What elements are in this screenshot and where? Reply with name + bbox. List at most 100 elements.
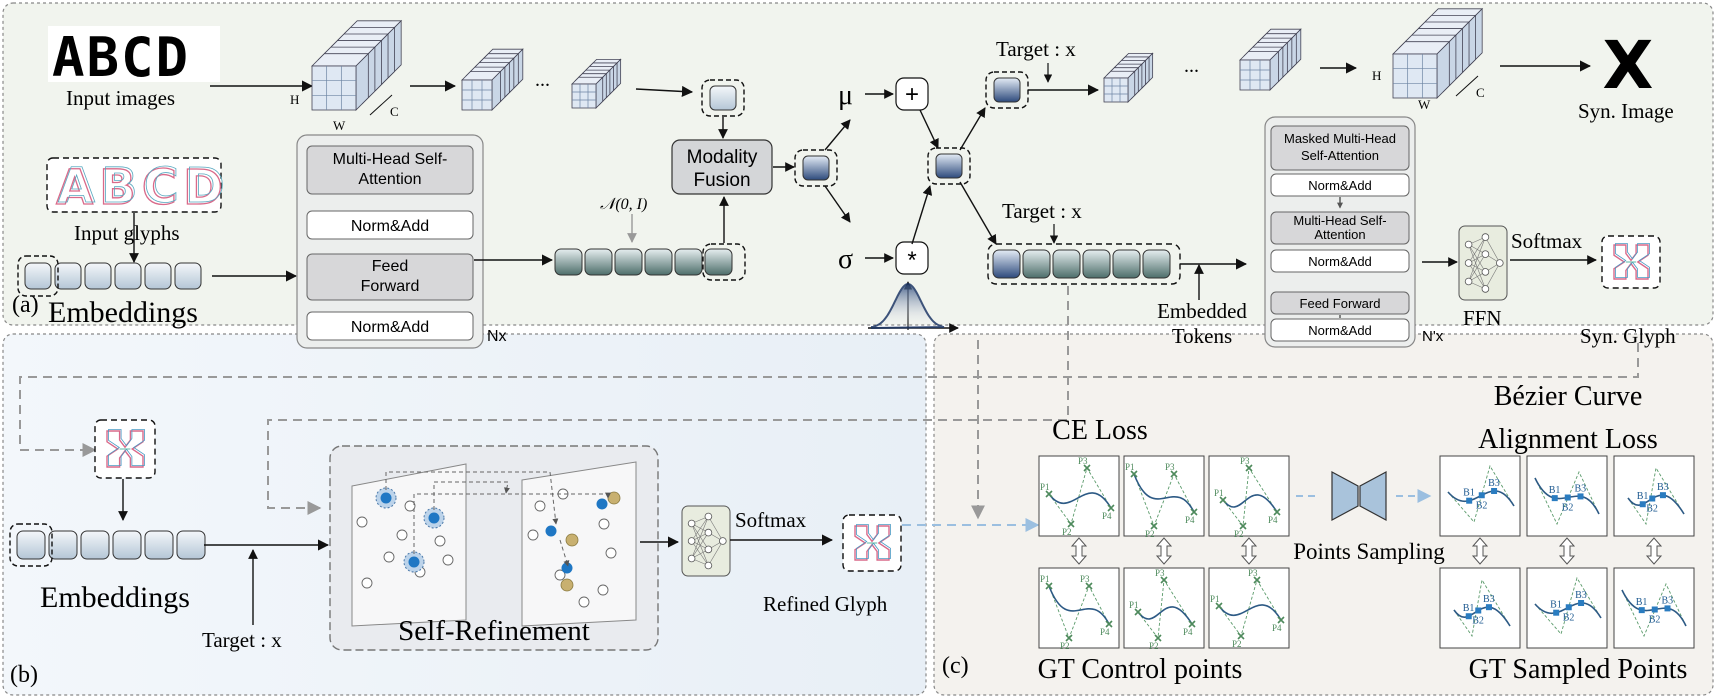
dec-masked-mhsa-text: Masked Multi-Head Self-Attention (1284, 131, 1396, 163)
control-polygon (1133, 472, 1195, 528)
ffnB-node (704, 545, 713, 554)
control-point-label: P1 (1210, 594, 1220, 604)
sampled-point-label: B1 (1549, 485, 1561, 496)
enc-norm1-text: Norm&Add (351, 218, 429, 235)
sampled-point-mark (1659, 492, 1666, 499)
decoder-repeat: N'x (1422, 328, 1444, 345)
ffnB-node (687, 519, 696, 528)
control-polygon (1137, 578, 1193, 640)
control-point-label: P2 (1234, 529, 1244, 539)
sampled-point-mark (1578, 600, 1585, 607)
modality-fusion-block (671, 139, 773, 195)
refine-gold-node (560, 578, 574, 592)
sampled-point-mark (1466, 497, 1473, 504)
control-point-label: P1 (1214, 488, 1224, 498)
control-polygon (1048, 466, 1112, 526)
embed-b-token-1 (48, 530, 78, 560)
control-point-mark (1253, 576, 1261, 584)
match-arrow (1645, 537, 1663, 565)
enc-ff (306, 253, 474, 301)
sampled-point-mark (1664, 605, 1671, 612)
ffnA-edge (1468, 236, 1486, 264)
ffnB-edge (691, 540, 709, 566)
control-point-mark (1245, 464, 1253, 472)
control-panel-frame (1208, 455, 1290, 537)
refine-plane-2 (521, 461, 637, 627)
gt-sampled-label: GT Sampled Points (1469, 654, 1688, 685)
sampled-point-mark (1485, 604, 1492, 611)
embeddings-label-b: Embeddings (40, 581, 190, 614)
dec-ff-text: Feed Forward (1300, 296, 1381, 311)
sampled-point-mark (1651, 606, 1658, 613)
sampled-point-mark (1465, 613, 1472, 620)
dim-w2-label: W (1418, 97, 1431, 112)
refined-glyph-label: Refined Glyph (763, 592, 888, 616)
enc-mhsa-text: Multi-Head Self-Attention (332, 151, 448, 188)
dec-mhsa-text: Multi-Head Self-Attention (1293, 213, 1387, 242)
refine-node (527, 529, 539, 541)
input-image: ABCD (48, 26, 220, 89)
embeddings-label-a: Embeddings (48, 296, 198, 329)
target-label-image: Target : x (996, 37, 1076, 61)
input-images-label: Input images (66, 86, 175, 110)
control-point-mark (1045, 582, 1053, 590)
refine-link (433, 481, 510, 510)
sampled-panel-frame (1613, 455, 1695, 537)
ffnA-edge (1485, 236, 1501, 264)
embed-a-token-2 (84, 262, 112, 290)
target-label-glyph: Target : x (1002, 199, 1082, 223)
control-point-mark (1188, 620, 1196, 628)
bezier-line1: Bézier Curve (1494, 381, 1643, 412)
syn-image-char: X (1603, 27, 1654, 104)
b-input-glyph-icon (106, 429, 145, 468)
sampled-point-label: B1 (1463, 488, 1475, 499)
ffnB-edge (691, 523, 709, 566)
sampled-point-label: B2 (1563, 612, 1575, 623)
refine-node (404, 500, 416, 512)
cube-large-in (311, 19, 403, 111)
enc-token-5 (704, 248, 733, 276)
arrow-latent-sigma (824, 185, 851, 223)
ffnB-edge (708, 516, 724, 542)
match-arrow-shape (1558, 537, 1576, 565)
embed-a-token-4 (144, 262, 172, 290)
control-point-label: P2 (1149, 641, 1159, 651)
control-point-mark (1150, 522, 1158, 530)
embed-b-token-0 (16, 530, 46, 560)
embed-a-token-1 (54, 262, 82, 290)
input-image-text: ABCD (52, 26, 190, 89)
bezier-curve (1222, 494, 1278, 513)
refine-node (534, 500, 546, 512)
dim-c2-label: C (1476, 85, 1485, 100)
glyph-branch-tokens (992, 249, 1171, 279)
ffnA-node (1481, 268, 1490, 276)
sampled-point-label: B1 (1637, 491, 1649, 502)
input-glyphs-frame (46, 157, 222, 213)
ffnA-edge (1468, 253, 1486, 282)
refined-glyph-icon (854, 524, 891, 561)
bGlyphIn-outline2 (108, 429, 145, 466)
ffnB-node (704, 512, 713, 521)
ffnA-edge (1468, 244, 1486, 290)
embedding-tokens-b (16, 530, 206, 560)
control-point-mark (1134, 608, 1142, 616)
dec-norm2-text: Norm&Add (1308, 254, 1372, 269)
embedding-tokens-a (24, 262, 202, 290)
control-point-label: P1 (1129, 600, 1139, 610)
refine-node (597, 584, 609, 596)
glyph-token-0 (992, 249, 1021, 279)
glyph-token-5 (1142, 249, 1171, 279)
dec-norm3 (1270, 318, 1410, 342)
control-point-mark (1045, 490, 1053, 498)
control-point-label: P3 (1165, 462, 1175, 472)
encoder-repeat: Nx (487, 328, 507, 345)
arrow-latent-mu (824, 119, 851, 151)
ffnA-node (1464, 259, 1473, 267)
input-glyphs-label: Input glyphs (74, 221, 180, 245)
dec-norm1 (1270, 173, 1410, 197)
cube-small-out-front (1103, 77, 1129, 103)
